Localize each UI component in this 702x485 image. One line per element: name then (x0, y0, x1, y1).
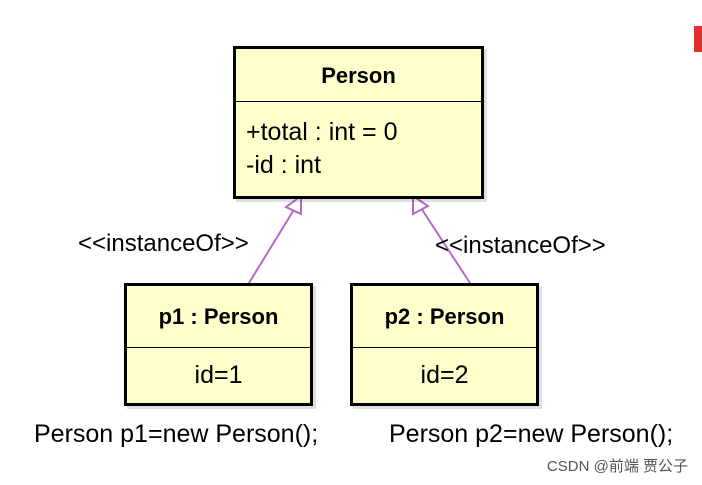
attribute-total: +total : int = 0 (246, 118, 398, 146)
attribute-id: -id : int (246, 151, 322, 179)
watermark-text: CSDN @前端 贾公子 (546, 458, 688, 475)
instance-of-arrow-p1 (248, 194, 302, 284)
class-name: Person (236, 49, 481, 102)
object-slot-p1: id=1 (194, 361, 243, 389)
code-line-p2: Person p2=new Person(); (389, 420, 674, 448)
stereotype-label-p2: <<instanceOf>> (435, 232, 606, 259)
object-box-p1: p1 : Person id=1 (124, 283, 313, 406)
object-title-p2: p2 : Person (353, 286, 536, 348)
object-title-p1: p1 : Person (127, 286, 310, 348)
object-slot-p2: id=2 (420, 361, 469, 389)
class-attributes: +total : int = 0 -id : int (236, 102, 481, 182)
class-box-person: Person +total : int = 0 -id : int (233, 46, 484, 199)
code-line-p1: Person p1=new Person(); (34, 420, 319, 448)
stereotype-label-p1: <<instanceOf>> (78, 230, 249, 257)
edge-accent-mark (694, 26, 702, 52)
object-box-p2: p2 : Person id=2 (350, 283, 539, 406)
